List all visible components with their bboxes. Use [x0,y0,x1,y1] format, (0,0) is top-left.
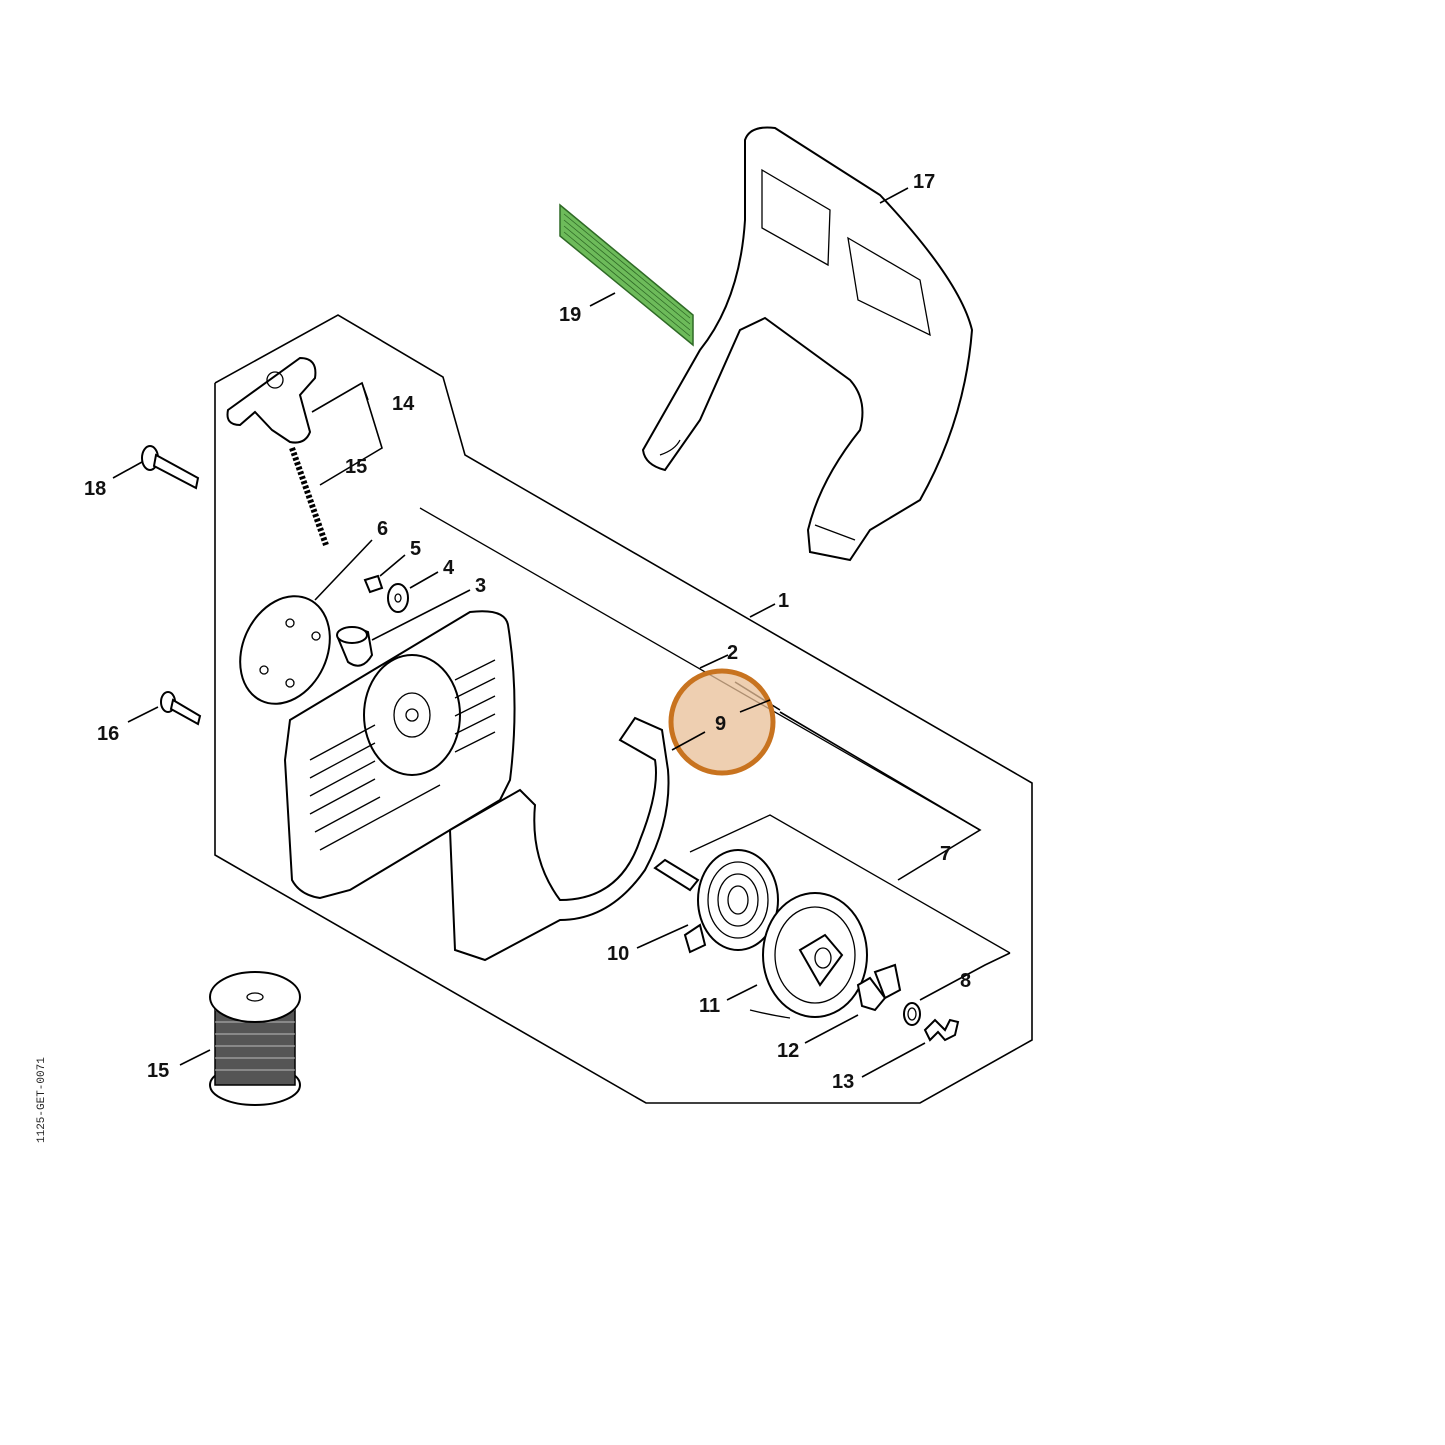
assembly-outline [214,314,1033,1104]
callout-13: 13 [832,1071,854,1093]
starter-rope-short [289,447,329,546]
callout-4: 4 [443,557,455,579]
callout-6: 6 [377,518,388,540]
callout-19: 19 [559,304,581,326]
subassembly-outline-2 [419,507,981,831]
washer-8-part[interactable] [903,1002,921,1026]
subassembly-outline-7 [689,814,1011,954]
callout-9: 9 [715,713,726,735]
hand-guard-part[interactable] [641,126,974,562]
screw-18-part[interactable] [141,445,200,490]
callout-12: 12 [777,1040,799,1062]
callout-11: 11 [699,995,720,1017]
rewind-spring-part[interactable] [683,849,779,954]
rope-rotor-part[interactable] [749,892,868,1019]
guide-plate-part[interactable] [448,716,670,962]
spring-clip-part[interactable] [923,1018,960,1042]
rope-guide-part[interactable] [336,626,374,667]
callout-18: 18 [84,478,106,500]
washer-4-part[interactable] [387,583,409,613]
callout-8: 8 [960,970,971,992]
callout-1: 1 [778,590,789,612]
callout-14: 14 [392,393,415,415]
callout-5: 5 [410,538,421,560]
callout-10: 10 [607,943,629,965]
pin-part[interactable] [653,858,700,892]
drawing-code: 1125-GET-0071 [36,1057,48,1143]
callout-7: 7 [940,843,951,865]
callout-2: 2 [727,642,738,664]
pawl-part[interactable] [856,963,902,1012]
callout-15-rope: 15 [345,456,367,478]
housing-vents [309,659,496,851]
callout-17: 17 [913,171,935,193]
fan-housing-part[interactable] [283,610,516,900]
highlight-circle[interactable] [668,668,776,776]
callout-15-spool: 15 [147,1060,169,1082]
starter-grip-part[interactable] [226,356,317,444]
cover-plate-part[interactable] [223,581,346,718]
screw-5-part[interactable] [363,574,384,594]
label-stripes [563,213,691,337]
warning-label-part[interactable] [559,203,694,347]
callout-16: 16 [97,723,119,745]
callout-3: 3 [475,575,486,597]
screw-16-part[interactable] [160,691,202,726]
rope-spool-part[interactable] [209,971,301,1106]
